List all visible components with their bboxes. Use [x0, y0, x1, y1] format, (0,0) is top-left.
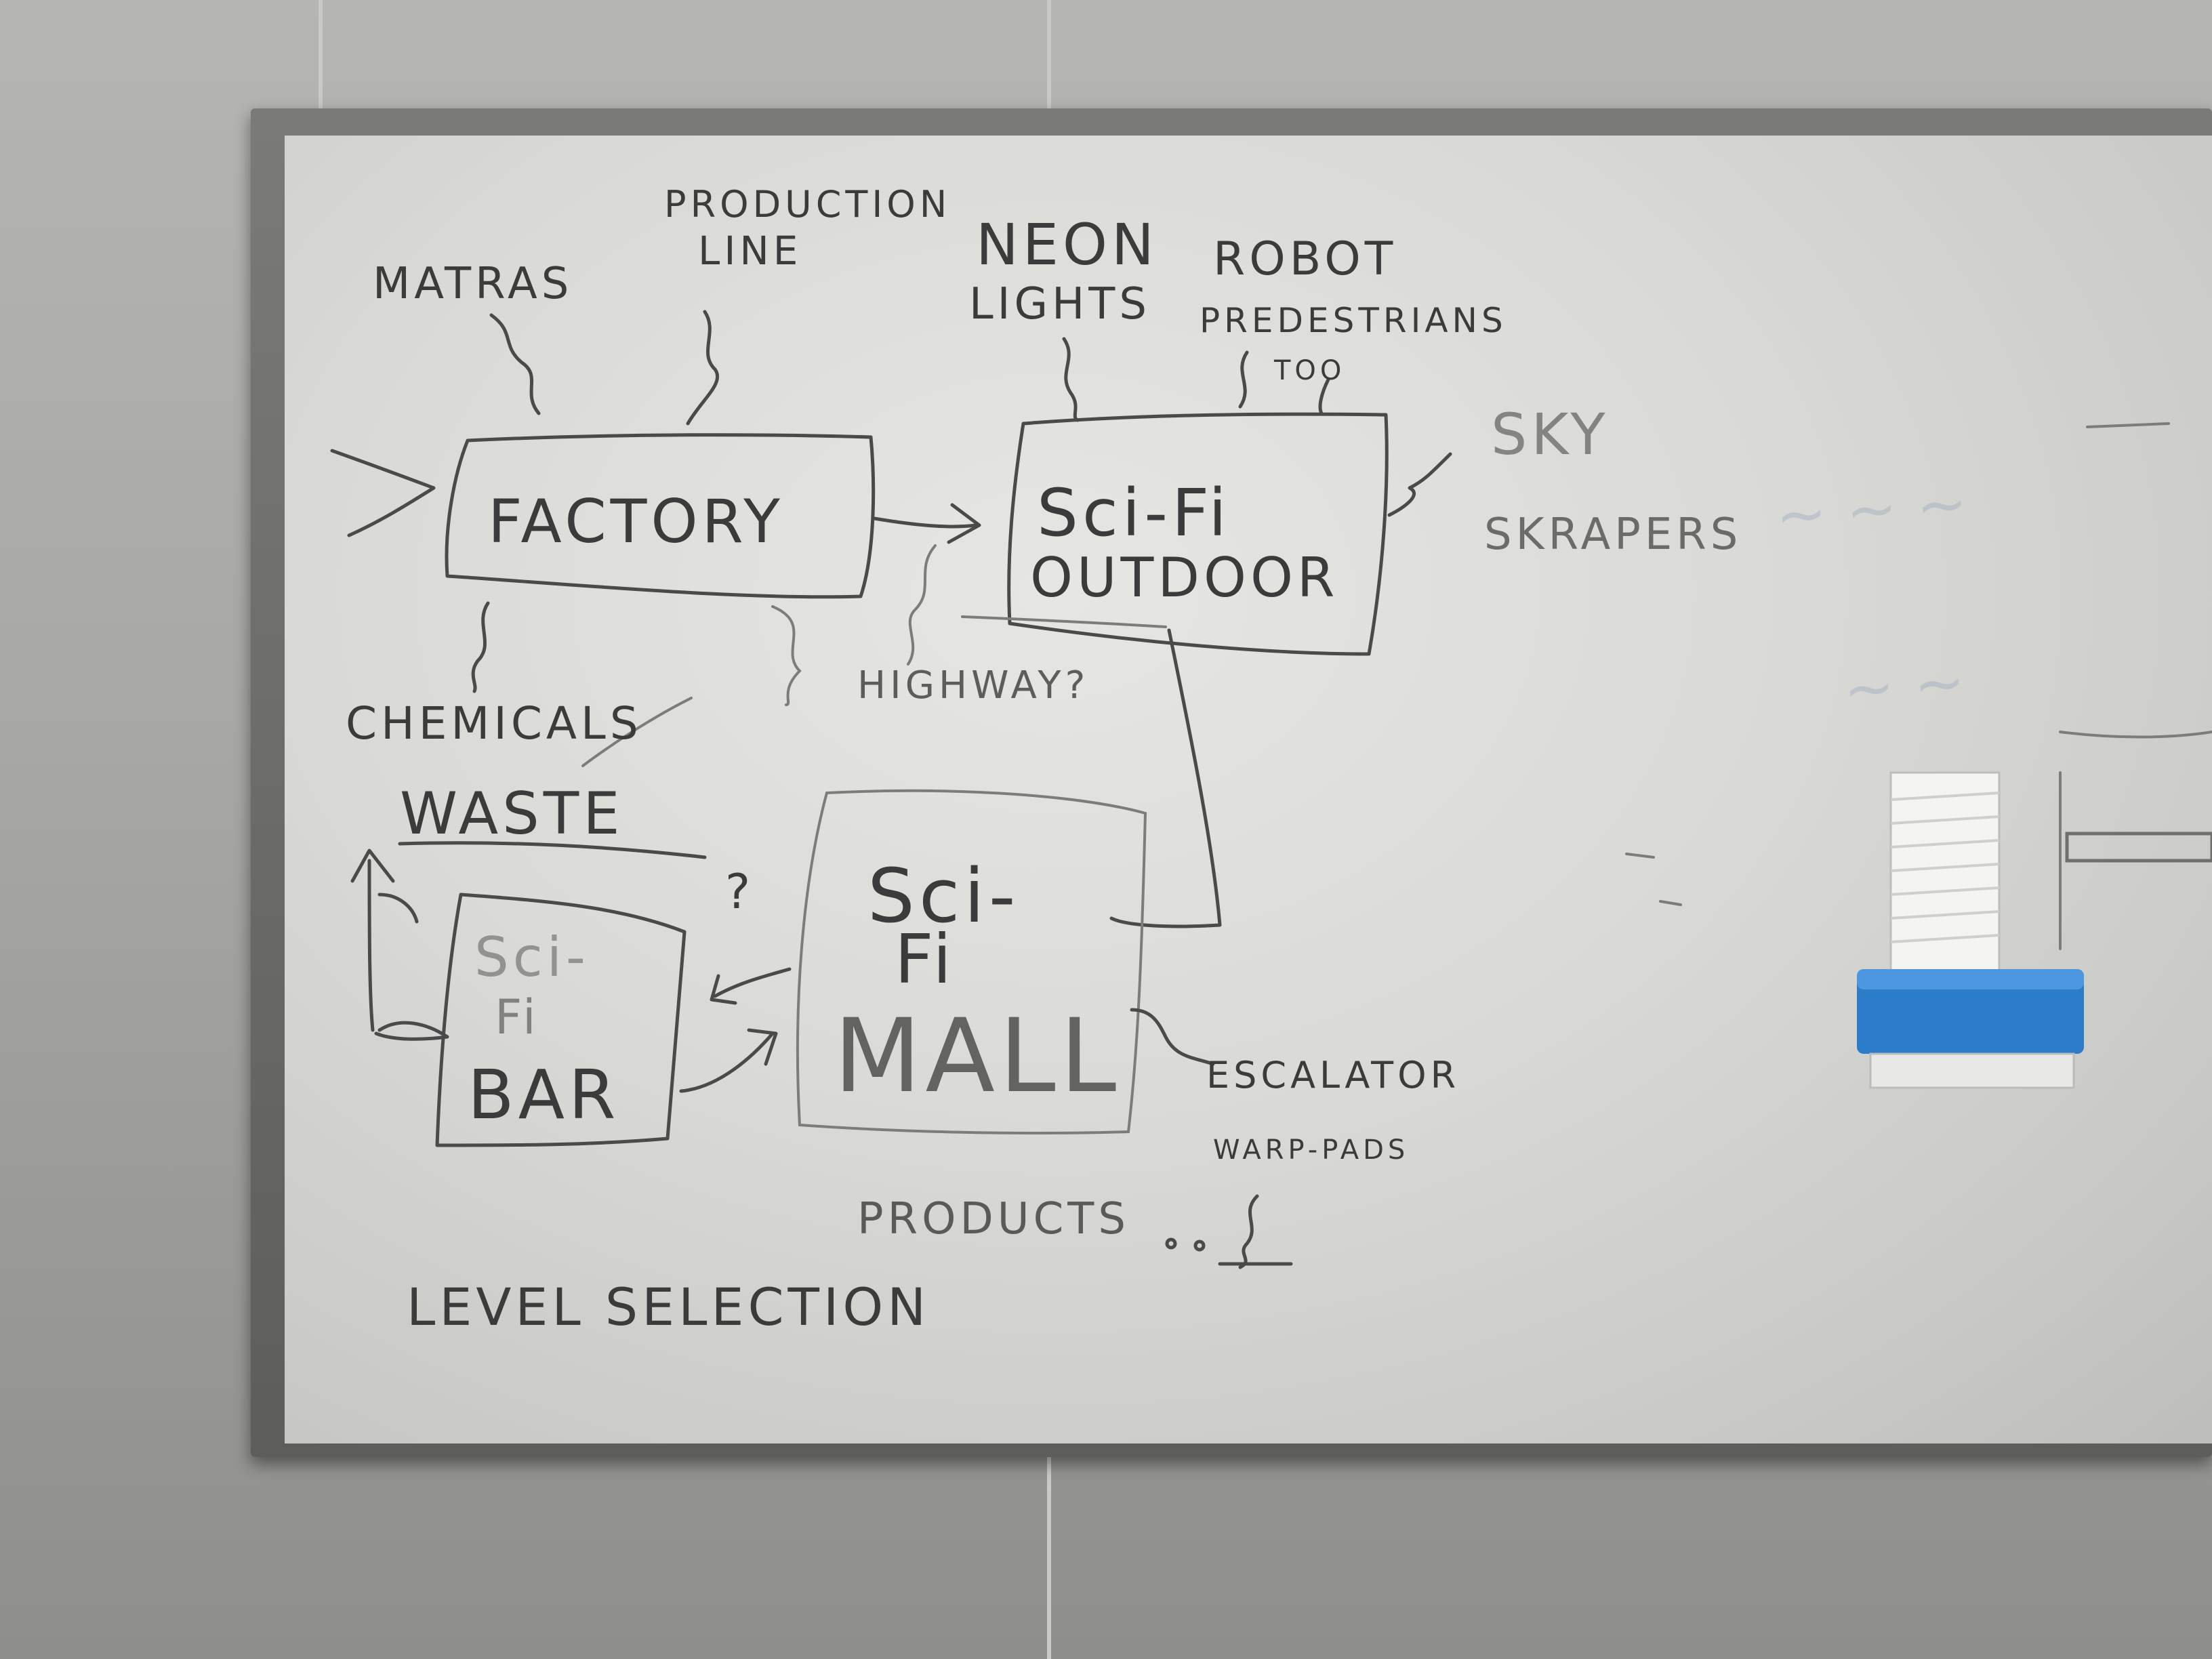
mall-label-1: Sci- — [867, 853, 1020, 939]
eraser-icon — [1857, 969, 2084, 1089]
waste-underline — [398, 841, 707, 859]
note-robot: ROBOT — [1213, 232, 1397, 286]
squiggle-escalator — [1130, 1008, 1215, 1066]
outdoor-box — [1007, 412, 1389, 656]
note-sky: SKY — [1491, 401, 1610, 468]
wall-seam-vertical-bottom — [1047, 1457, 1051, 1659]
note-too: TOO — [1273, 355, 1345, 386]
warp-pad-dot — [1193, 1240, 1206, 1252]
note-products: PRODUCTS — [857, 1194, 1130, 1244]
squiggle-waste — [581, 697, 693, 767]
marker-holder — [1889, 771, 2001, 977]
squiggle-matras — [489, 313, 541, 415]
connector-outdoor-to-mall — [1109, 628, 1222, 928]
arrow-bar-to-mall — [679, 1028, 778, 1093]
note-line: LINE — [698, 228, 802, 274]
note-chemicals: CHEMICALS — [346, 697, 642, 750]
note-highway: HIGHWAY? — [857, 663, 1089, 708]
bar-label-2: Fi — [495, 989, 540, 1045]
squiggle-highway-right — [907, 544, 937, 665]
squiggle-production — [686, 310, 720, 426]
warp-pad-dot — [1165, 1237, 1177, 1250]
entry-arrow — [330, 449, 436, 537]
mall-label-3: MALL — [834, 998, 1120, 1115]
bar-box — [435, 893, 687, 1147]
question-mark: ? — [725, 864, 754, 920]
factory-label: FACTORY — [488, 487, 784, 556]
factory-box — [445, 433, 876, 599]
note-skrapers: SKRAPERS — [1484, 510, 1742, 560]
palm-tree-doodle — [350, 848, 449, 1041]
bar-label-1: Sci- — [474, 926, 590, 989]
outdoor-label-1: Sci-Fi — [1037, 475, 1231, 551]
squiggle-neon — [1062, 337, 1080, 422]
note-neon: NEON — [976, 211, 1158, 278]
squiggle-highway-left — [771, 605, 802, 706]
arrow-mall-to-bar — [710, 967, 792, 1005]
squiggle-warp-pads — [1218, 1194, 1293, 1269]
note-escalator: ESCALATOR — [1206, 1054, 1460, 1097]
arrow-factory-to-outdoor — [872, 503, 981, 544]
note-level-selection: LEVEL SELECTION — [407, 1277, 930, 1337]
bar-label-3: BAR — [468, 1055, 620, 1134]
wall-seam-top-right — [1047, 0, 1051, 108]
wall-seam-vertical — [319, 0, 323, 115]
faint-mark — [1625, 422, 2212, 950]
note-waste: WASTE — [400, 780, 624, 848]
faint-sketch-bar — [2065, 832, 2212, 863]
squiggle-robot — [1238, 350, 1330, 415]
connector-outdoor-bottom — [961, 615, 1167, 628]
squiggle-sky — [1387, 452, 1452, 517]
note-lights: LIGHTS — [969, 279, 1151, 329]
note-warp-pads: WARP-PADS — [1213, 1134, 1409, 1166]
mall-box — [796, 789, 1147, 1134]
note-matras: MATRAS — [373, 259, 573, 309]
squiggle-chemicals — [471, 601, 490, 693]
outdoor-label-2: OUTDOOR — [1030, 546, 1339, 609]
note-production: PRODUCTION — [664, 183, 951, 226]
mall-label-2: Fi — [895, 920, 956, 999]
note-predestrians: PREDESTRIANS — [1200, 301, 1507, 340]
